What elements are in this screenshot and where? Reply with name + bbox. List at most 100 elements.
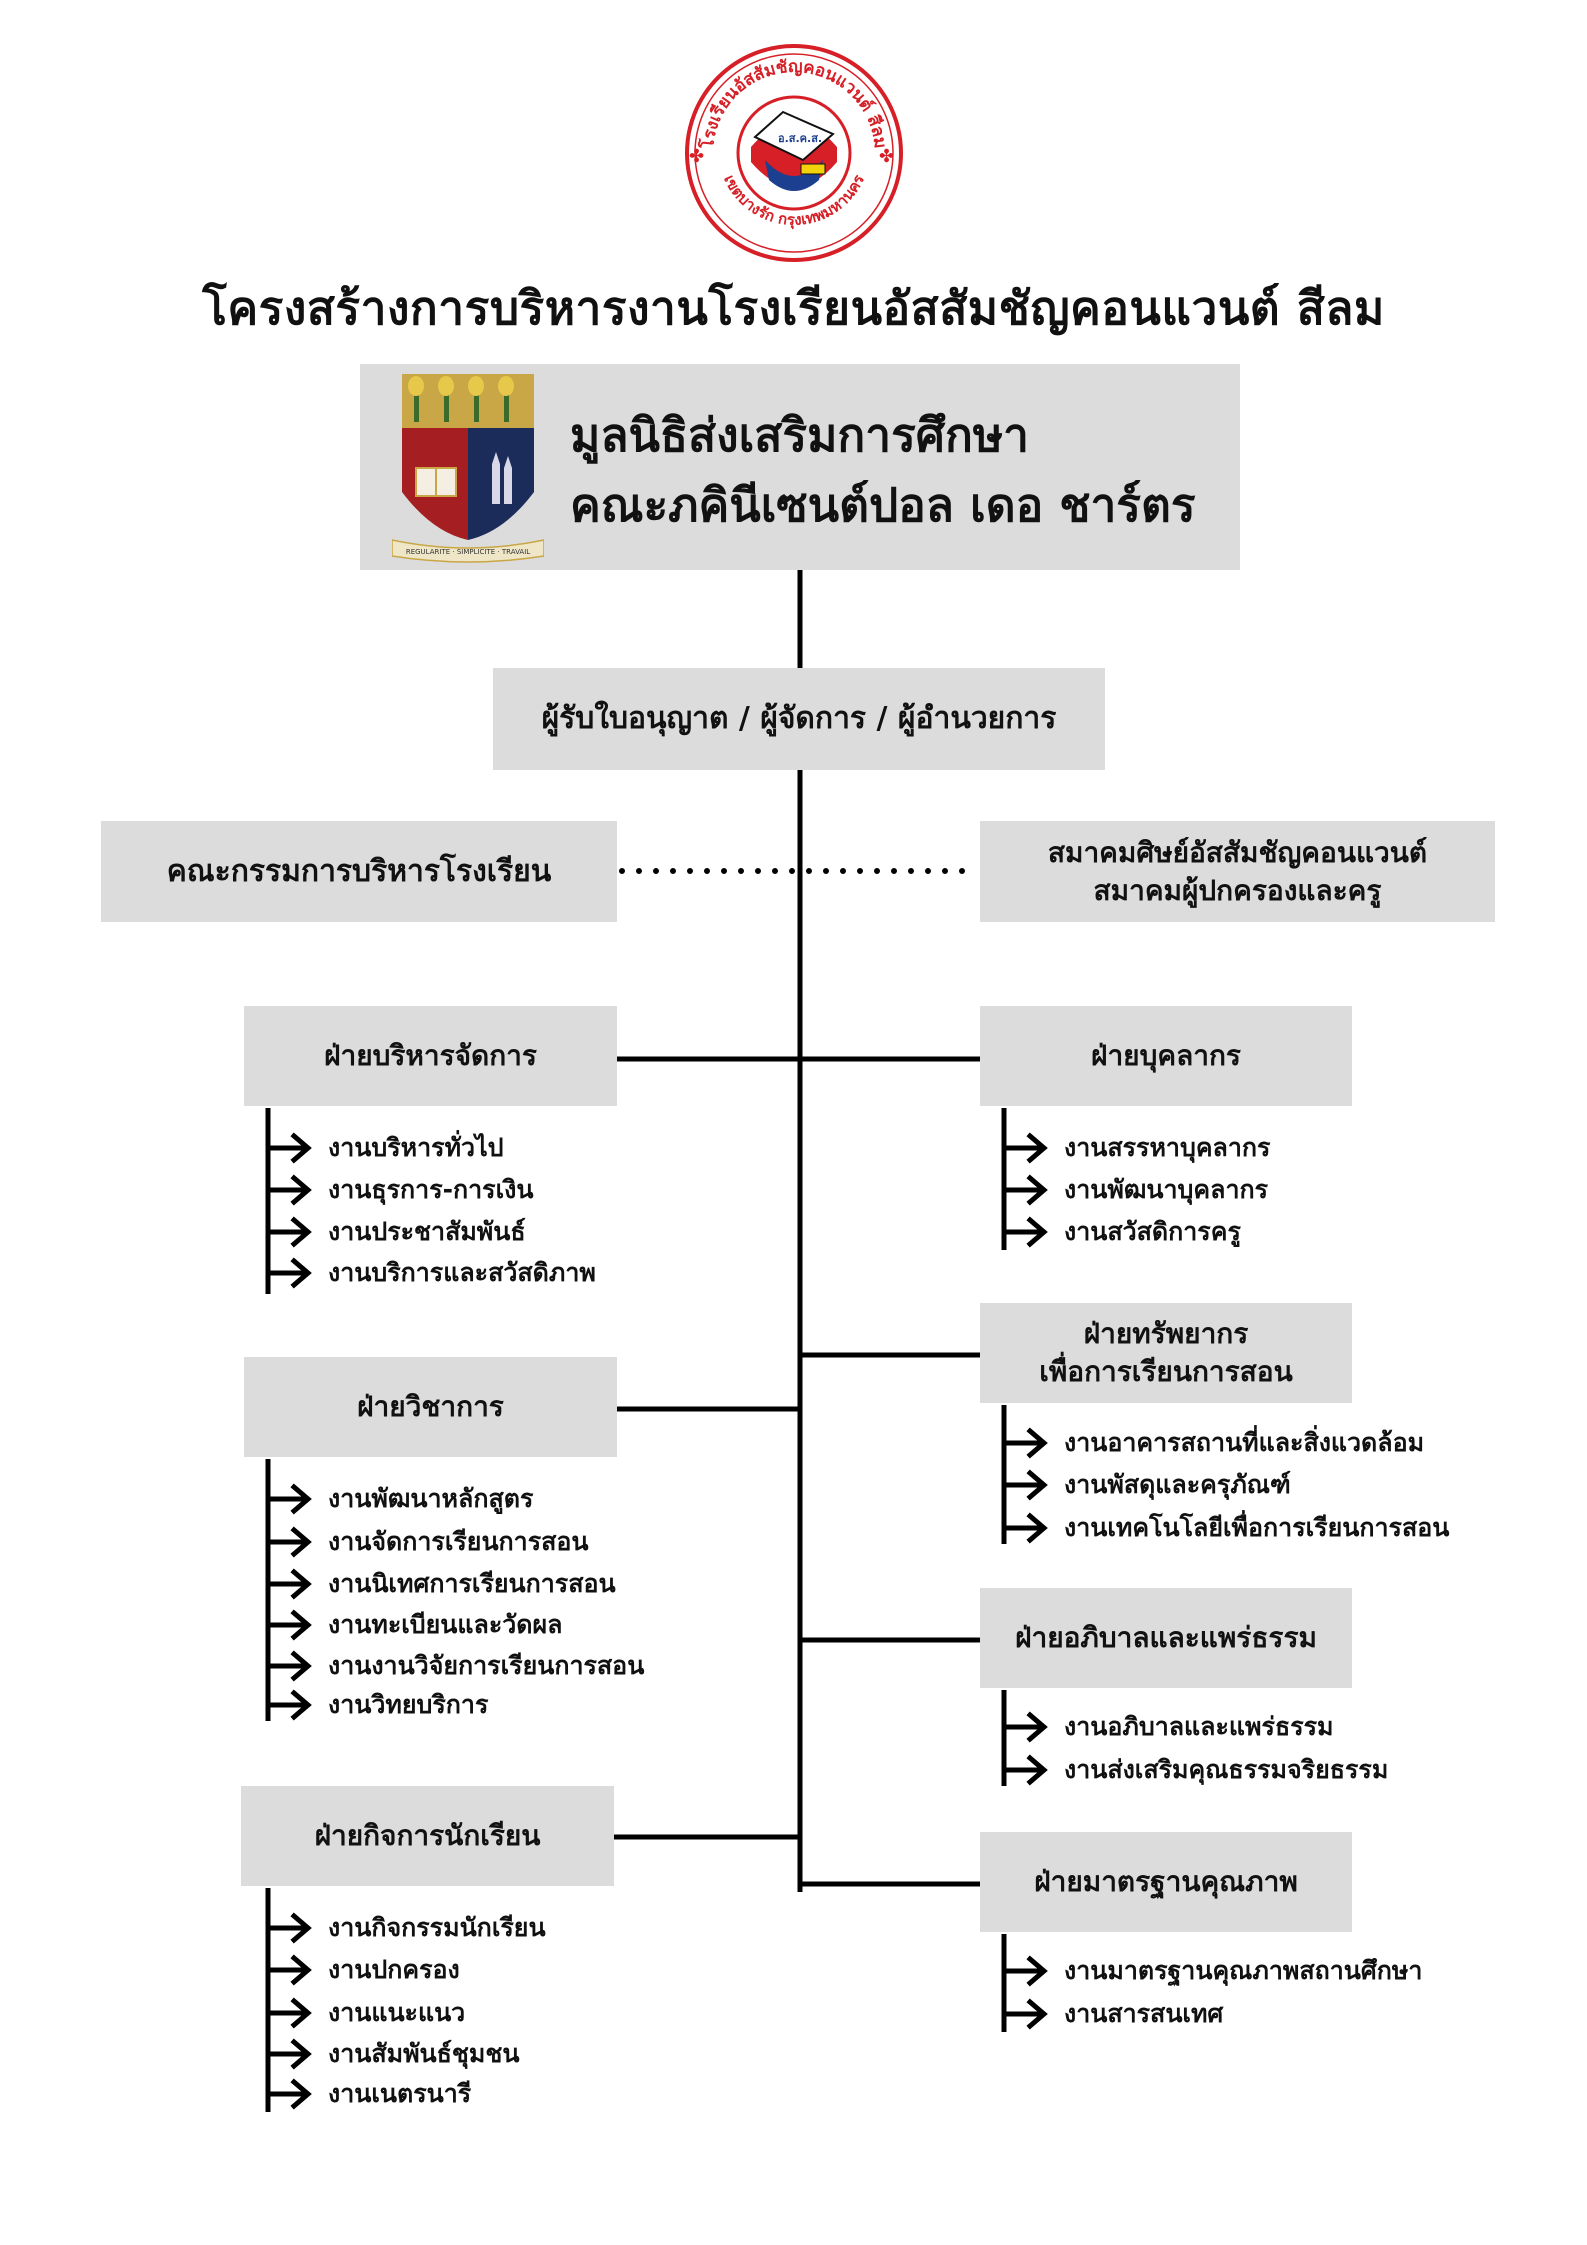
task-item-label: งานสารสนเทศ <box>1064 1999 1224 2028</box>
arrow-right-icon <box>1004 1707 1052 1747</box>
arrow-right-icon <box>268 1522 316 1562</box>
task-item-label: งานทะเบียนและวัดผล <box>328 1610 563 1639</box>
department-box-personnel: ฝ่ายบุคลากร <box>980 1006 1352 1106</box>
arrow-right-icon <box>268 1170 316 1210</box>
task-item-label: งานเทคโนโลยีเพื่อการเรียนการสอน <box>1064 1513 1450 1542</box>
committee-box: คณะกรรมการบริหารโรงเรียน <box>101 821 617 922</box>
task-item-label: งานพัสดุและครุภัณฑ์ <box>1064 1470 1291 1499</box>
department-box-admin: ฝ่ายบริหารจัดการ <box>244 1006 617 1106</box>
task-item: งานปกครอง <box>268 1950 460 1990</box>
arrow-right-icon <box>1004 1423 1052 1463</box>
task-item-label: งานสัมพันธ์ชุมชน <box>328 2039 520 2068</box>
task-item: งานกิจกรรมนักเรียน <box>268 1908 546 1948</box>
svg-text:REGULARITE · SIMPLICITE · TRAV: REGULARITE · SIMPLICITE · TRAVAIL <box>406 548 530 556</box>
svg-text:✤: ✤ <box>879 146 894 167</box>
task-item: งานงานวิจัยการเรียนการสอน <box>268 1646 644 1686</box>
arrow-right-icon <box>1004 1170 1052 1210</box>
associations-box: สมาคมศิษย์อัสสัมชัญคอนแวนต์ สมาคมผู้ปกคร… <box>980 821 1495 922</box>
task-item: งานวิทยบริการ <box>268 1685 488 1725</box>
department-label: ฝ่ายบุคลากร <box>1091 1039 1241 1072</box>
director-label: ผู้รับใบอนุญาต / ผู้จัดการ / ผู้อำนวยการ <box>541 701 1057 736</box>
department-box-resources: ฝ่ายทรัพยากร เพื่อการเรียนการสอน <box>980 1303 1352 1403</box>
page-title: โครงสร้างการบริหารงานโรงเรียนอัสสัมชัญคอ… <box>202 281 1385 335</box>
foundation-crest: REGULARITE · SIMPLICITE · TRAVAIL <box>391 372 545 564</box>
task-item: งานแนะแนว <box>268 1993 465 2033</box>
arrow-right-icon <box>268 1128 316 1168</box>
task-item-label: งานมาตรฐานคุณภาพสถานศึกษา <box>1064 1956 1423 1985</box>
arrow-right-icon <box>268 1479 316 1519</box>
task-item: งานทะเบียนและวัดผล <box>268 1605 563 1645</box>
svg-text:✤: ✤ <box>689 146 704 167</box>
task-item: งานสวัสดิการครู <box>1004 1212 1241 1252</box>
task-item: งานสัมพันธ์ชุมชน <box>268 2034 519 2074</box>
arrow-right-icon <box>268 1646 316 1686</box>
task-item-label: งานธุรการ-การเงิน <box>328 1175 534 1204</box>
arrow-right-icon <box>1004 1750 1052 1790</box>
task-item-label: งานกิจกรรมนักเรียน <box>328 1913 546 1942</box>
department-label-line-1: ฝ่ายทรัพยากร <box>1083 1317 1249 1350</box>
arrow-right-icon <box>1004 1951 1052 1991</box>
task-item: งานจัดการเรียนการสอน <box>268 1522 589 1562</box>
arrow-right-icon <box>268 1950 316 1990</box>
foundation-name: มูลนิธิส่งเสริมการศึกษา คณะภคินีเซนต์ปอล… <box>570 400 1196 540</box>
task-item-label: งานจัดการเรียนการสอน <box>328 1527 589 1556</box>
task-item-label: งานอาคารสถานที่และสิ่งแวดล้อม <box>1064 1428 1425 1457</box>
department-label-line-2: เพื่อการเรียนการสอน <box>1039 1355 1293 1388</box>
task-item-label: งานอภิบาลและแพร่ธรรม <box>1064 1712 1334 1741</box>
foundation-line-1: มูลนิธิส่งเสริมการศึกษา <box>570 408 1029 462</box>
task-item-label: งานประชาสัมพันธ์ <box>328 1217 526 1246</box>
department-label: ฝ่ายมาตรฐานคุณภาพ <box>1034 1865 1298 1898</box>
arrow-right-icon <box>268 2034 316 2074</box>
task-item-label: งานงานวิจัยการเรียนการสอน <box>328 1651 645 1680</box>
task-item-label: งานพัฒนาหลักสูตร <box>328 1484 534 1513</box>
foundation-line-2: คณะภคินีเซนต์ปอล เดอ ชาร์ตร <box>570 478 1196 532</box>
task-item-label: งานสรรหาบุคลากร <box>1064 1133 1271 1162</box>
department-label: ฝ่ายวิชาการ <box>357 1390 504 1423</box>
director-box: ผู้รับใบอนุญาต / ผู้จัดการ / ผู้อำนวยการ <box>493 668 1105 770</box>
arrow-right-icon <box>1004 1994 1052 2034</box>
department-label: ฝ่ายอภิบาลและแพร่ธรรม <box>1015 1621 1317 1654</box>
arrow-right-icon <box>1004 1465 1052 1505</box>
school-seal: โรงเรียนอัสสัมชัญคอนแวนต์ สีลม เขตบางรัก… <box>683 42 905 264</box>
task-item: งานประชาสัมพันธ์ <box>268 1212 526 1252</box>
task-item: งานบริการและสวัสดิภาพ <box>268 1253 596 1293</box>
task-item: งานอาคารสถานที่และสิ่งแวดล้อม <box>1004 1423 1424 1463</box>
arrow-right-icon <box>268 1685 316 1725</box>
task-item-label: งานปกครอง <box>328 1955 460 1984</box>
task-item: งานนิเทศการเรียนการสอน <box>268 1564 616 1604</box>
arrow-right-icon <box>268 1908 316 1948</box>
arrow-right-icon <box>268 1993 316 2033</box>
arrow-right-icon <box>268 1564 316 1604</box>
task-item-label: งานเนตรนารี <box>328 2079 472 2108</box>
task-item: งานธุรการ-การเงิน <box>268 1170 533 1210</box>
arrow-right-icon <box>1004 1508 1052 1548</box>
task-item: งานสารสนเทศ <box>1004 1994 1223 2034</box>
association-line-2: สมาคมผู้ปกครองและครู <box>1093 873 1382 907</box>
arrow-right-icon <box>1004 1128 1052 1168</box>
task-item: งานพัสดุและครุภัณฑ์ <box>1004 1465 1291 1505</box>
department-box-quality: ฝ่ายมาตรฐานคุณภาพ <box>980 1832 1352 1932</box>
task-item-label: งานวิทยบริการ <box>328 1690 489 1719</box>
task-item: งานมาตรฐานคุณภาพสถานศึกษา <box>1004 1951 1422 1991</box>
task-item: งานสรรหาบุคลากร <box>1004 1128 1270 1168</box>
department-box-student-affairs: ฝ่ายกิจการนักเรียน <box>241 1786 614 1886</box>
department-label: ฝ่ายบริหารจัดการ <box>324 1039 537 1072</box>
task-item: งานส่งเสริมคุณธรรมจริยธรรม <box>1004 1750 1388 1790</box>
department-box-pastoral: ฝ่ายอภิบาลและแพร่ธรรม <box>980 1588 1352 1688</box>
task-item: งานพัฒนาหลักสูตร <box>268 1479 533 1519</box>
task-item: งานเทคโนโลยีเพื่อการเรียนการสอน <box>1004 1508 1449 1548</box>
task-item: งานเนตรนารี <box>268 2074 471 2114</box>
svg-text:อ.ส.ค.ส.: อ.ส.ค.ส. <box>778 132 822 145</box>
department-label: ฝ่ายกิจการนักเรียน <box>314 1819 541 1852</box>
task-item-label: งานนิเทศการเรียนการสอน <box>328 1569 616 1598</box>
department-box-academic: ฝ่ายวิชาการ <box>244 1357 617 1457</box>
task-item-label: งานแนะแนว <box>328 1998 466 2027</box>
arrow-right-icon <box>268 1605 316 1645</box>
task-item-label: งานพัฒนาบุคลากร <box>1064 1175 1269 1204</box>
task-item: งานบริหารทั่วไป <box>268 1128 504 1168</box>
task-item-label: งานบริหารทั่วไป <box>328 1133 504 1162</box>
arrow-right-icon <box>268 2074 316 2114</box>
task-item-label: งานสวัสดิการครู <box>1064 1217 1241 1246</box>
task-item: งานพัฒนาบุคลากร <box>1004 1170 1268 1210</box>
